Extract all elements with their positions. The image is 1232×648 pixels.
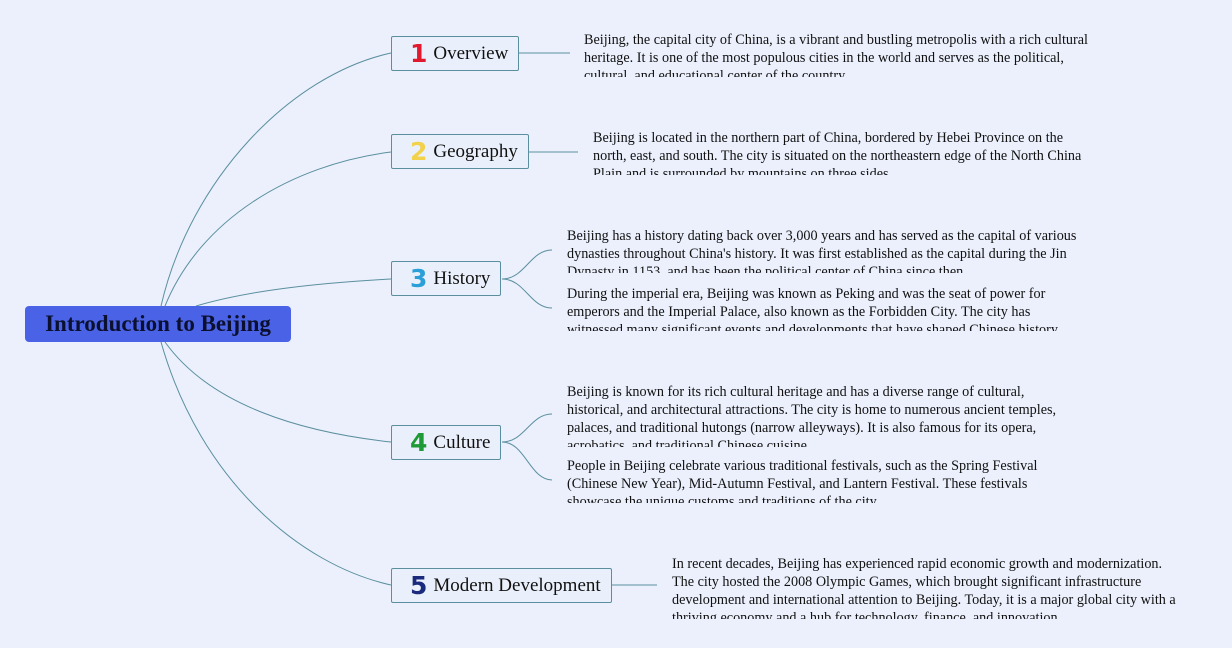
- connector-root-overview: [160, 52, 392, 307]
- topic-culture[interactable]: 4 Culture: [391, 425, 502, 460]
- topic-label: Geography: [433, 140, 518, 162]
- number-5-icon: 5: [410, 571, 428, 600]
- topic-geography[interactable]: 2 Geography: [391, 134, 529, 169]
- number-1-icon: 1: [410, 39, 428, 68]
- connector-root-culture: [164, 341, 392, 443]
- note-overview: Beijing, the capital city of China, is a…: [584, 32, 1088, 77]
- number-4-icon: 4: [410, 428, 428, 457]
- number-3-icon: 3: [410, 264, 428, 293]
- note-culture-1: Beijing is known for its rich cultural h…: [567, 384, 1057, 447]
- topic-label: History: [433, 267, 491, 289]
- topic-modern-development[interactable]: 5 Modern Development: [391, 568, 612, 603]
- root-topic[interactable]: Introduction to Beijing: [25, 306, 291, 342]
- topic-label: Modern Development: [433, 574, 601, 596]
- topic-label: Culture: [433, 431, 491, 453]
- note-geography: Beijing is located in the northern part …: [593, 130, 1082, 175]
- note-modern-development: In recent decades, Beijing has experienc…: [672, 556, 1176, 619]
- note-culture-2: People in Beijing celebrate various trad…: [567, 458, 1038, 503]
- topic-history[interactable]: 3 History: [391, 261, 502, 296]
- note-history-2: During the imperial era, Beijing was kno…: [567, 286, 1061, 331]
- connector-root-geography: [164, 151, 392, 307]
- connector-culture-note-2: [501, 441, 553, 481]
- number-2-icon: 2: [410, 137, 428, 166]
- topic-label: Overview: [433, 42, 509, 64]
- connector-root-modern: [160, 341, 392, 586]
- note-history-1: Beijing has a history dating back over 3…: [567, 228, 1077, 273]
- connector-root-history: [195, 278, 392, 307]
- connector-history-note-1: [501, 249, 553, 280]
- connector-culture-note-1: [501, 413, 553, 443]
- connector-history-note-2: [501, 278, 553, 309]
- topic-overview[interactable]: 1 Overview: [391, 36, 520, 71]
